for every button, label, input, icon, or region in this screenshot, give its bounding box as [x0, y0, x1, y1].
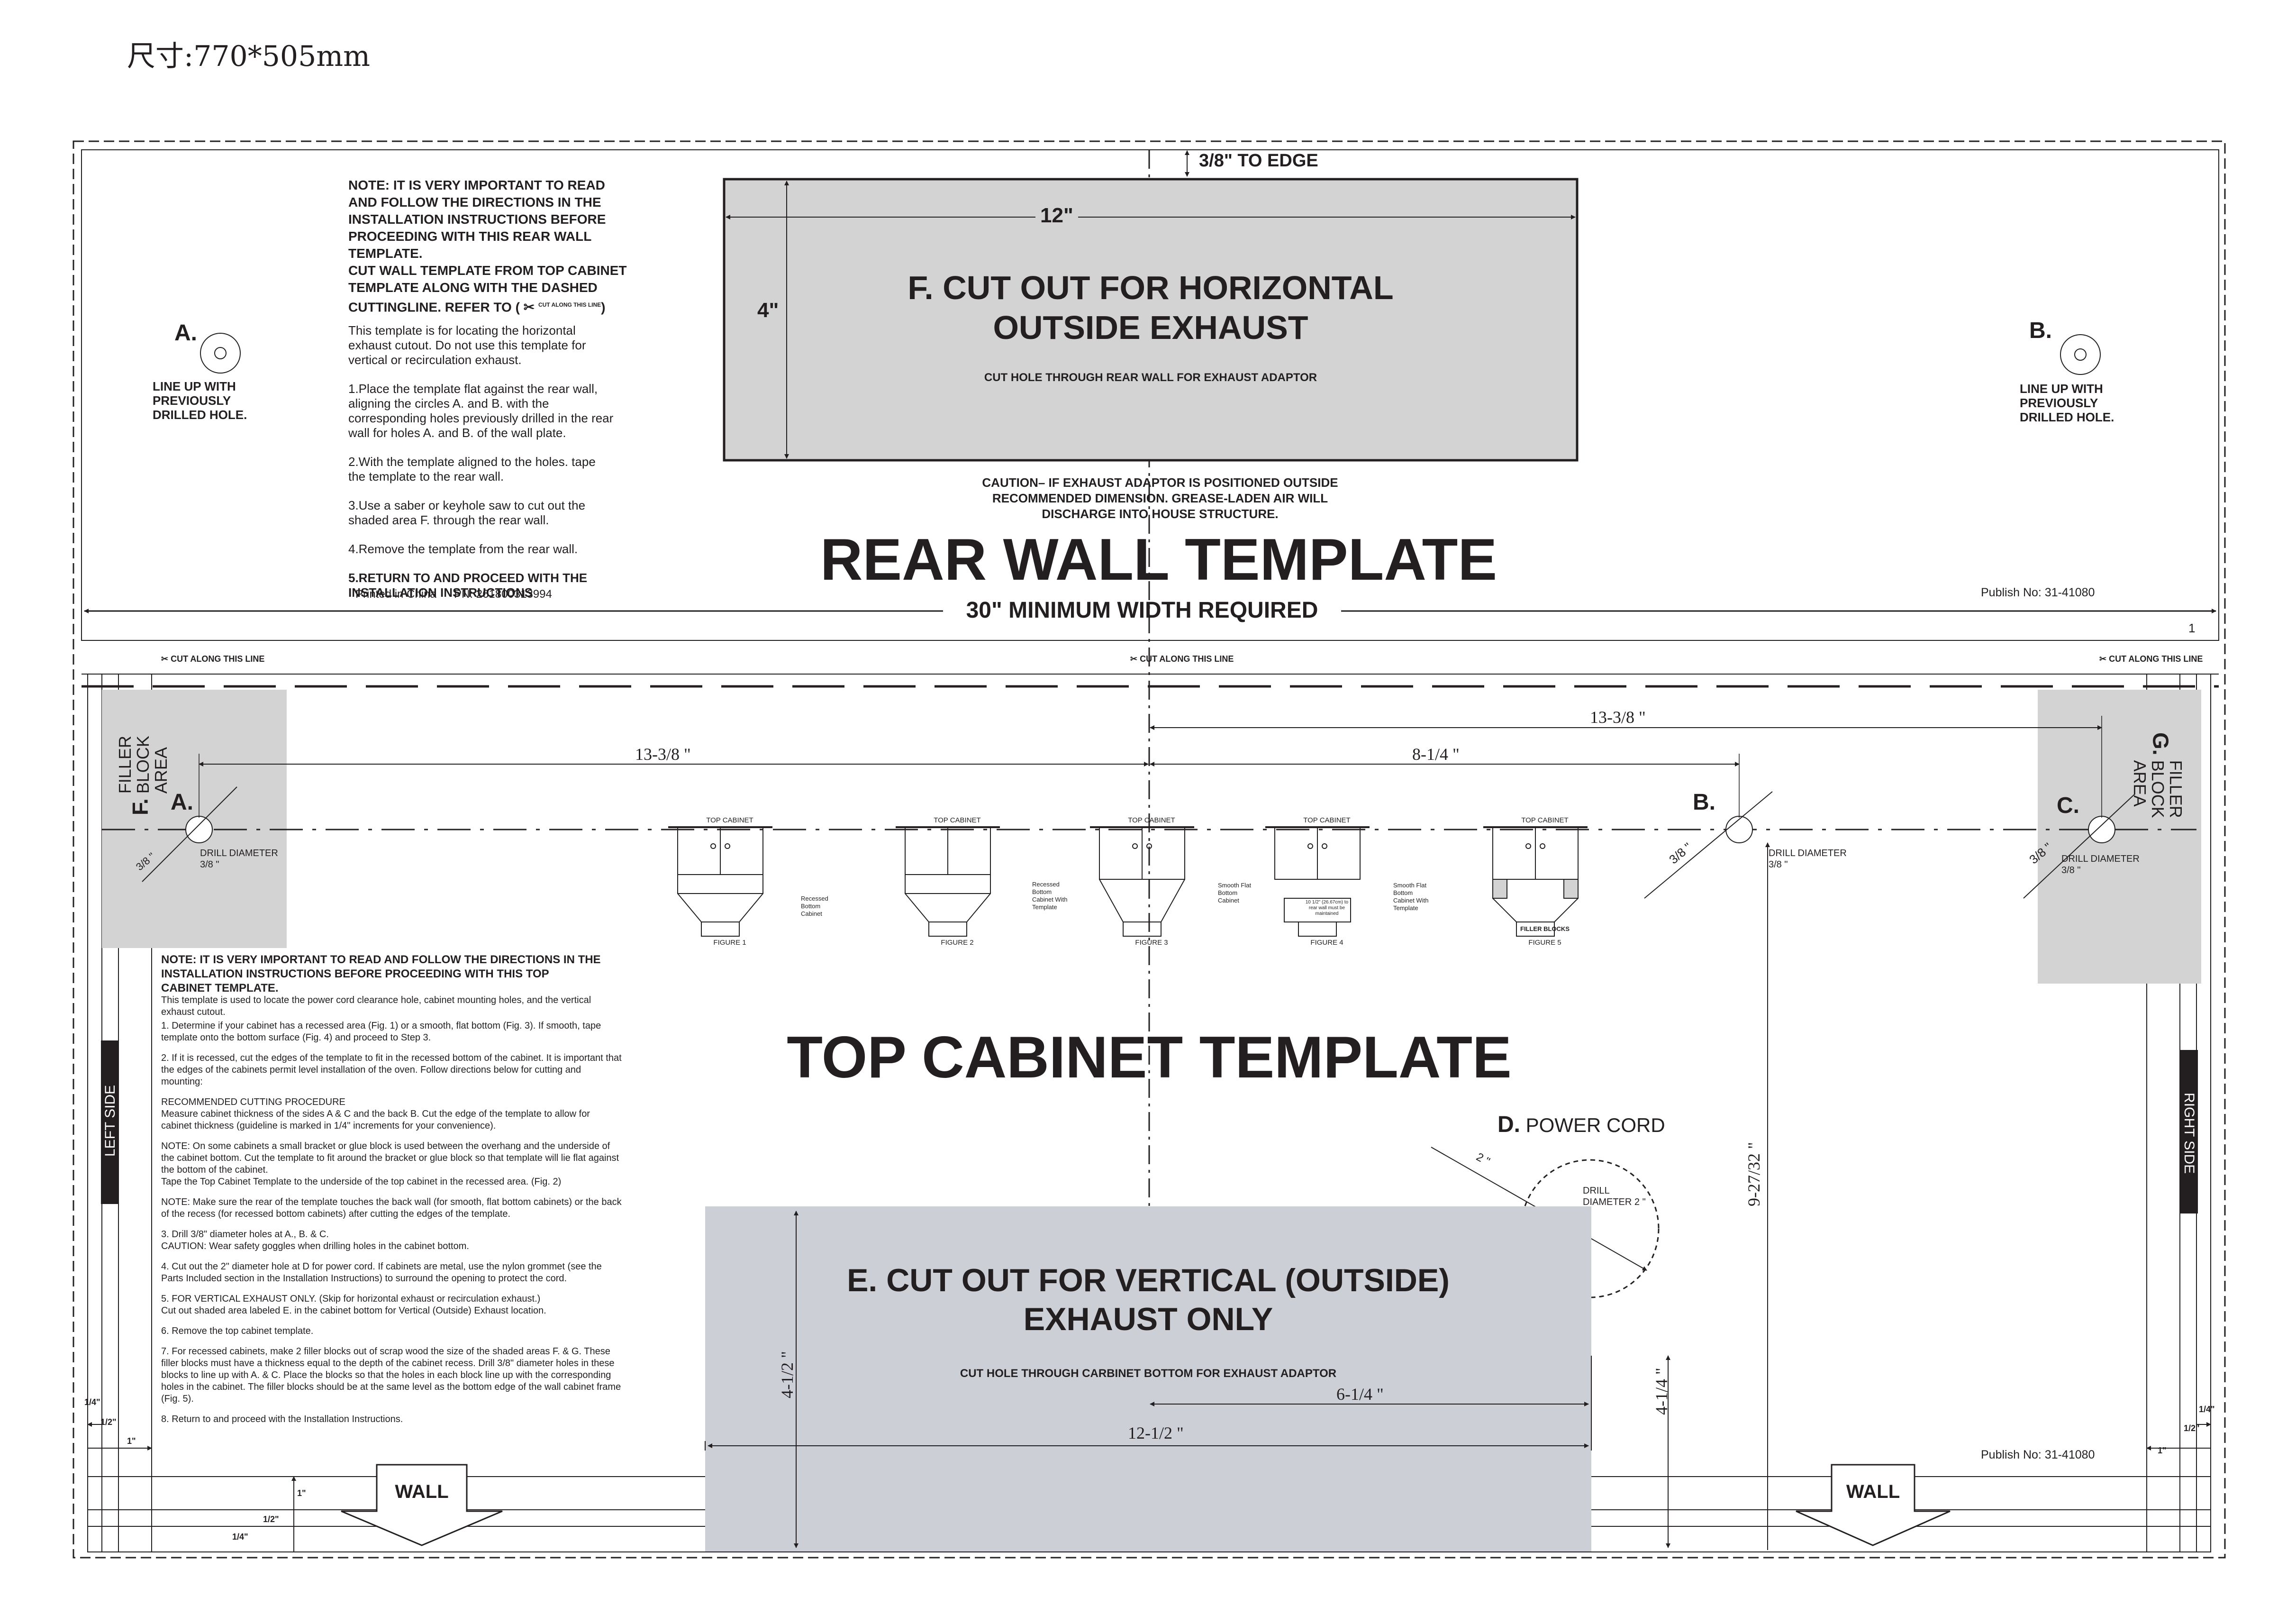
size-note: 尺寸:770*505mm — [127, 40, 371, 73]
figure-3-drawing — [1090, 826, 1194, 937]
outer-cut-border — [73, 140, 2226, 1559]
right-quarter: 1/4" — [2199, 1405, 2215, 1414]
vertical-cutout-shape — [705, 1206, 1591, 1551]
rear-hole-b-label: B. — [2029, 318, 2052, 343]
rear-cutout-subtitle: CUT HOLE THROUGH REAR WALL FOR EXHAUST A… — [984, 371, 1317, 384]
figure-2-top: TOP CABINET — [934, 816, 981, 824]
figure-2-drawing — [896, 826, 1000, 937]
page-number: 1 — [2188, 621, 2196, 635]
dim-left: 13-3/8 " — [635, 745, 691, 764]
to-edge-label: 3/8" TO EDGE — [1199, 151, 1318, 171]
figure-1-drawing — [668, 826, 772, 937]
dim-vertical: 9-27/32 " — [1744, 1142, 1763, 1206]
left-side-bar — [101, 1040, 119, 1204]
figure-3-note: Smooth Flat Bottom Cabinet — [1218, 882, 1252, 904]
dim-e-width: 12-1/2 " — [1128, 1423, 1184, 1442]
filler-block-g — [2038, 690, 2201, 984]
figure-3-name: FIGURE 3 — [1135, 939, 1168, 947]
figure-4-top: TOP CABINET — [1303, 816, 1351, 824]
top-hole-a-label: A. — [171, 790, 193, 815]
vertical-cutout-subtitle: CUT HOLE THROUGH CARBINET BOTTOM FOR EXH… — [960, 1367, 1337, 1380]
figure-5-note: FILLER BLOCKS — [1520, 925, 1570, 932]
dim-mid: 8-1/4 " — [1412, 745, 1460, 764]
figure-4-note: Smooth Flat Bottom Cabinet With Template — [1393, 882, 1429, 912]
top-note-heading: NOTE: IT IS VERY IMPORTANT TO READ AND F… — [161, 953, 601, 994]
bottom-quarter: 1/4" — [232, 1532, 248, 1542]
cut-line-label-center: ✂ CUT ALONG THIS LINE — [1130, 654, 1234, 664]
dim-e-half: 6-1/4 " — [1336, 1385, 1384, 1404]
rear-caution: CAUTION– IF EXHAUST ADAPTOR IS POSITIONE… — [982, 475, 1338, 521]
vertical-cutout-title: E. CUT OUT FOR VERTICAL (OUTSIDE) EXHAUS… — [847, 1262, 1450, 1337]
filler-f-label: F. FILLER BLOCK AREA — [115, 736, 171, 815]
top-instructions: This template is used to locate the powe… — [161, 995, 622, 1424]
figure-2-name: FIGURE 2 — [941, 939, 974, 947]
drill-c-label: DRILL DIAMETER 3/8 " — [2061, 854, 2140, 876]
rear-line-up-b: LINE UP WITH PREVIOUSLY DRILLED HOLE. — [2020, 382, 2114, 424]
rear-line-up-a: LINE UP WITH PREVIOUSLY DRILLED HOLE. — [153, 379, 247, 422]
bottom-half: 1/2" — [263, 1515, 279, 1524]
bottom-one: 1" — [297, 1488, 306, 1498]
rear-publish-no: Publish No: 31-41080 — [1981, 586, 2095, 599]
cut-line-label-right: ✂ CUT ALONG THIS LINE — [2099, 654, 2203, 664]
wall-arrow-left — [341, 1464, 503, 1546]
figure-5-top: TOP CABINET — [1521, 816, 1569, 824]
figure-5-drawing — [1483, 826, 1588, 937]
right-one: 1" — [2158, 1446, 2167, 1455]
printed-in: Printed in China — [355, 588, 436, 601]
left-half: 1/2" — [100, 1417, 117, 1427]
right-side-label: RIGHT SIDE — [2181, 1093, 2197, 1174]
scissors-icon: ✂ — [161, 654, 171, 664]
figure-1-note: Recessed Bottom Cabinet — [801, 895, 828, 917]
rear-instructions: This template is for locating the horizo… — [348, 323, 614, 600]
dim-e-height: 4-1/2 " — [778, 1351, 797, 1398]
rear-wall-title: REAR WALL TEMPLATE — [820, 527, 1497, 593]
scissors-icon: ✂ — [1130, 654, 1140, 664]
top-hole-b-label: B. — [1693, 790, 1715, 815]
dim-e-right: 4-1/4 " — [1652, 1368, 1671, 1415]
wall-label-left: WALL — [395, 1481, 449, 1502]
scissors-icon: ✂ — [519, 300, 538, 315]
right-side-bar — [2180, 1050, 2198, 1213]
rear-hole-a-label: A. — [174, 320, 197, 346]
drill-a-label: DRILL DIAMETER 3/8 " — [200, 848, 278, 870]
wall-arrow-right — [1796, 1464, 1951, 1546]
top-hole-c-label: C. — [2057, 793, 2079, 818]
right-half: 1/2" — [2184, 1423, 2200, 1433]
left-one: 1" — [127, 1436, 136, 1446]
left-quarter: 1/4" — [84, 1397, 100, 1407]
figure-4-inner: 10 1/2" (26.67cm) to rear wall must be m… — [1305, 900, 1349, 916]
part-number: PN: 261800313994 — [454, 588, 552, 601]
dim-right-top: 13-3/8 " — [1590, 708, 1646, 727]
drill-b-label: DRILL DIAMETER 3/8 " — [1769, 848, 1847, 870]
power-cord-label: D. POWER CORD — [1497, 1112, 1665, 1137]
rear-cutout-shape — [723, 178, 1579, 462]
top-publish-no: Publish No: 31-41080 — [1981, 1448, 2095, 1461]
figure-1-top: TOP CABINET — [706, 816, 753, 824]
figure-1-name: FIGURE 1 — [713, 939, 746, 947]
rear-dim-height: 4" — [757, 299, 779, 322]
left-side-label: LEFT SIDE — [102, 1085, 118, 1157]
cut-line-label-left: ✂ CUT ALONG THIS LINE — [161, 654, 265, 664]
scissors-icon: ✂ — [2099, 654, 2109, 664]
figure-5-name: FIGURE 5 — [1528, 939, 1561, 947]
top-cabinet-title: TOP CABINET TEMPLATE — [787, 1025, 1512, 1090]
min-width-label: 30" MINIMUM WIDTH REQUIRED — [966, 598, 1318, 623]
rear-note-heading: NOTE: IT IS VERY IMPORTANT TO READ AND F… — [348, 178, 627, 315]
figure-4-drawing — [1265, 826, 1370, 937]
figure-2-note: Recessed Bottom Cabinet With Template — [1032, 881, 1068, 911]
rear-cutout-title: F. CUT OUT FOR HORIZONTAL OUTSIDE EXHAUS… — [908, 269, 1394, 346]
figure-4-name: FIGURE 4 — [1310, 939, 1343, 947]
wall-label-right: WALL — [1846, 1481, 1900, 1502]
drill-two-label: DRILL DIAMETER 2 " — [1583, 1186, 1646, 1207]
figure-3-top: TOP CABINET — [1128, 816, 1175, 824]
rear-dim-width: 12" — [1035, 204, 1078, 228]
